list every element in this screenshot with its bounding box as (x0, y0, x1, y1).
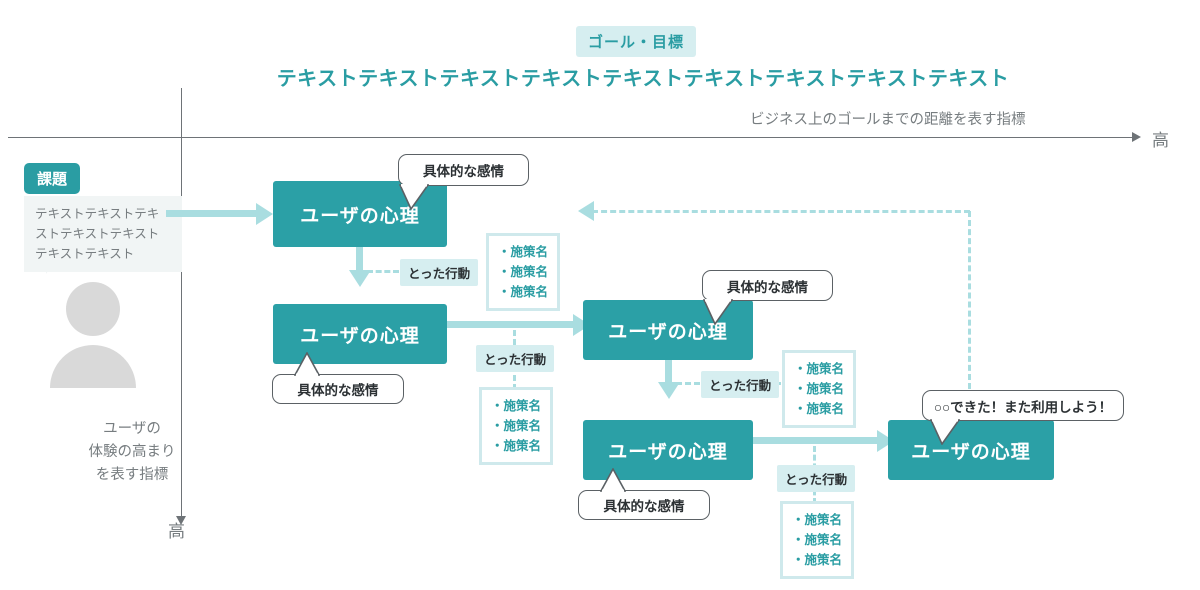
measure-item: ・施策名 (794, 402, 845, 416)
stage1-down-line (356, 247, 363, 272)
return-loop-vertical (968, 211, 971, 389)
emotion-bubble-tail-4 (600, 468, 626, 493)
stage3-down-arrowhead-icon (658, 382, 680, 399)
measures-box-4: ・施策名 ・施策名 ・施策名 (780, 501, 854, 579)
measure-item: ・施策名 (491, 399, 542, 413)
measure-item: ・施策名 (792, 533, 843, 547)
page-title: テキストテキストテキストテキストテキストテキストテキストテキストテキスト (276, 68, 1010, 90)
y-axis-label-line-1: ユーザの (103, 421, 161, 437)
y-axis-end-label: 高 (168, 522, 185, 541)
issue-bubble-tail (46, 258, 56, 274)
stage-box-2[interactable]: ユーザの心理 (273, 304, 447, 364)
emotion-bubble-tail-5 (930, 419, 960, 445)
entry-arrow-line (166, 210, 258, 217)
measure-item: ・施策名 (498, 285, 549, 299)
issue-badge: 課題 (24, 163, 81, 194)
x-axis-label: ビジネス上のゴールまでの距離を表す指標 (750, 112, 1026, 128)
goal-badge: ゴール・目標 (576, 26, 697, 57)
measures-box-3: ・施策名 ・施策名 ・施策名 (782, 350, 856, 428)
measures-box-2: ・施策名 ・施策名 ・施策名 (479, 387, 553, 465)
y-axis-label-line-2: 体験の高まり (88, 444, 176, 460)
measure-item: ・施策名 (491, 419, 542, 433)
y-axis-label: ユーザの 体験の高まり を表す指標 (72, 418, 192, 487)
y-axis-label-line-3: を表す指標 (95, 467, 169, 483)
emotion-bubble-4: 具体的な感情 (578, 490, 710, 520)
stage-box-5[interactable]: ユーザの心理 (888, 420, 1054, 480)
emotion-bubble-2: 具体的な感情 (272, 374, 404, 404)
emotion-bubble-3: 具体的な感情 (702, 270, 833, 301)
stage3-down-line (665, 360, 672, 384)
x-axis-arrowhead-icon (1132, 132, 1141, 142)
return-loop-arrowhead-icon (578, 201, 594, 221)
measure-item: ・施策名 (792, 553, 843, 567)
measure-item: ・施策名 (794, 362, 845, 376)
action-label-1: とった行動 (400, 259, 479, 286)
y-axis-arrowhead-icon (176, 516, 186, 525)
emotion-bubble-tail-1 (399, 184, 429, 210)
action-label-4: とった行動 (777, 465, 856, 492)
stage-box-1[interactable]: ユーザの心理 (273, 181, 447, 247)
measure-item: ・施策名 (498, 245, 549, 259)
measure-item: ・施策名 (794, 382, 845, 396)
y-axis-line (181, 88, 182, 518)
emotion-bubble-tail-2 (294, 352, 320, 377)
measure-item: ・施策名 (792, 513, 843, 527)
issue-text-bubble: テキストテキストテキストテキストテキストテキストテキスト (24, 196, 182, 272)
action-label-3: とった行動 (701, 371, 780, 398)
stage4-to-5-line (753, 437, 879, 444)
stage2-to-3-line (447, 321, 575, 328)
emotion-bubble-5: ○○できた！また利用しよう！ (922, 390, 1124, 421)
x-axis-line (8, 137, 1138, 138)
user-avatar-icon (66, 282, 120, 336)
action-label-2: とった行動 (476, 345, 555, 372)
measure-item: ・施策名 (498, 265, 549, 279)
measure-item: ・施策名 (491, 439, 542, 453)
stage1-down-arrowhead-icon (349, 270, 371, 287)
x-axis-end-label: 高 (1152, 131, 1169, 150)
stage-box-4[interactable]: ユーザの心理 (583, 420, 753, 480)
entry-arrow-head-icon (256, 203, 273, 225)
return-loop-horizontal (592, 210, 970, 213)
measures-box-1: ・施策名 ・施策名 ・施策名 (486, 233, 560, 311)
emotion-bubble-1: 具体的な感情 (398, 154, 529, 186)
emotion-bubble-tail-3 (703, 299, 733, 325)
user-avatar-body-icon (50, 345, 136, 388)
